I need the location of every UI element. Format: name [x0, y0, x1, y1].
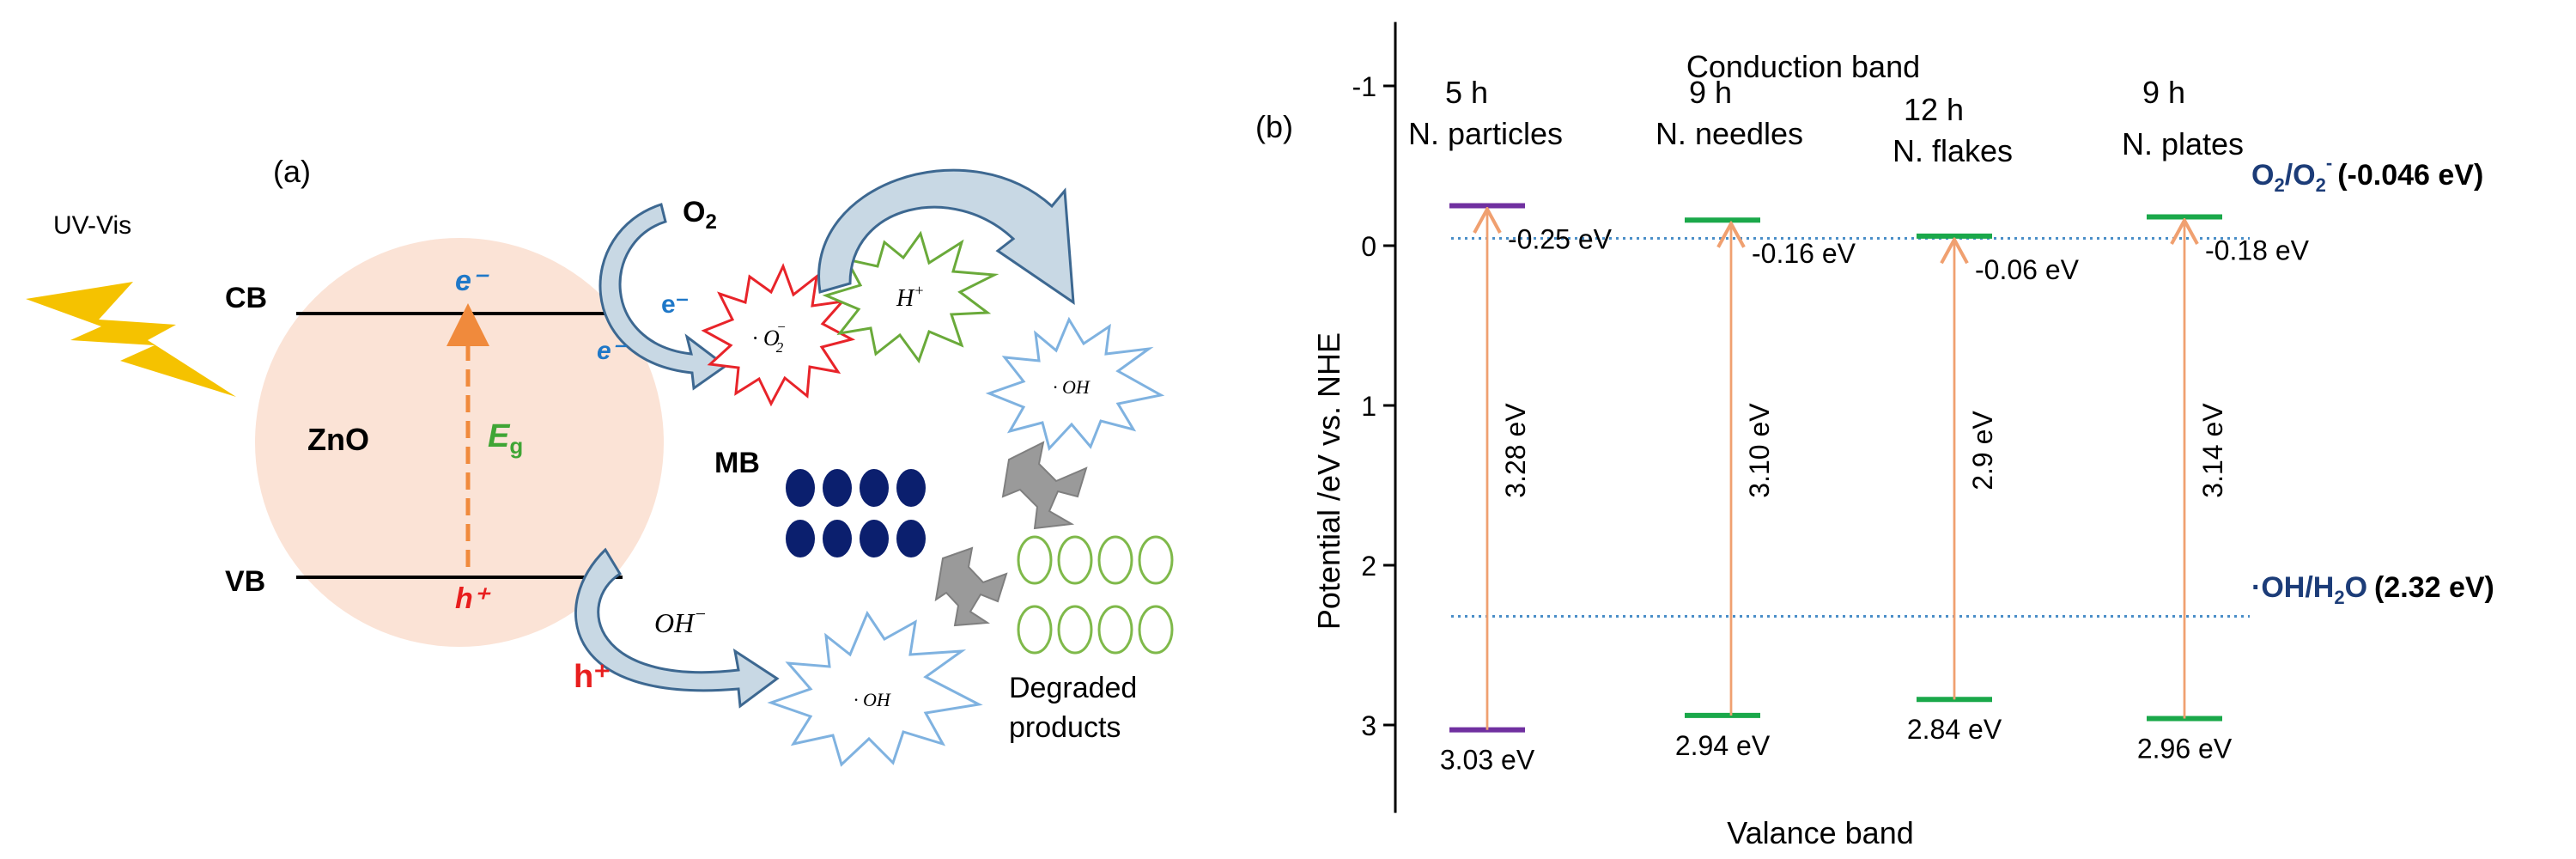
conduction-band-title: Conduction band	[1686, 49, 1920, 84]
proton-cycle-arrow	[817, 168, 1075, 305]
hole-label: h⁺	[574, 659, 611, 695]
ref-level-bottom-label: ·OH/H2O(2.32 eV)	[2251, 571, 2494, 608]
electron-symbol: e⁻	[455, 265, 489, 297]
vb-value-1: 2.94 eV	[1675, 730, 1771, 761]
degraded-label-line1: Degraded	[1009, 672, 1137, 704]
valance-band-title: Valance band	[1727, 815, 1914, 850]
y-axis-title: Potential /eV vs. NHE	[1311, 332, 1346, 630]
hydroxyl-burst-icon	[985, 316, 1165, 452]
eg-value-2: 2.9 eV	[1967, 411, 1998, 490]
zno-particle	[255, 238, 664, 647]
band-gap-label: Eg	[488, 418, 523, 459]
cb-value-2: -0.06 eV	[1975, 254, 2080, 285]
hydroxyl-label-bottom: · OH	[854, 689, 891, 710]
eg-value-3: 3.14 eV	[2197, 403, 2228, 498]
sample-time-3: 9 h	[2142, 75, 2185, 110]
vb-label: VB	[225, 565, 265, 598]
electron-transfer-arrow	[598, 203, 728, 391]
hydroxyl-label-top: · OH	[1053, 376, 1091, 398]
panel-b-label: (b)	[1255, 109, 1293, 144]
y-tick-label-2: 1	[1361, 391, 1376, 422]
vb-value-2: 2.84 eV	[1907, 714, 2002, 745]
vb-value-0: 3.03 eV	[1440, 745, 1535, 776]
panel-b: (b) Potential /eV vs. NHE Conduction ban…	[1255, 21, 2494, 850]
y-tick-label-3: 2	[1361, 551, 1376, 582]
oxygen-label: O2	[683, 196, 717, 234]
semiconductor-label: ZnO	[307, 422, 369, 457]
vb-value-3: 2.96 eV	[2137, 734, 2233, 765]
cb-label: CB	[225, 282, 267, 314]
cb-value-0: -0.25 eV	[1508, 224, 1613, 255]
degraded-label-line2: products	[1009, 711, 1121, 744]
lightning-bolt-icon	[26, 282, 236, 397]
cb-value-3: -0.18 eV	[2205, 235, 2310, 266]
sample-name-1: N. needles	[1656, 116, 1803, 151]
light-source-label: UV-Vis	[53, 211, 131, 240]
electron-arrow-label-2: e⁻	[597, 337, 628, 365]
eg-value-0: 3.28 eV	[1500, 403, 1531, 498]
eg-value-1: 3.10 eV	[1744, 403, 1775, 498]
sample-name-0: N. particles	[1408, 116, 1563, 151]
sample-name-2: N. flakes	[1893, 133, 2013, 168]
y-tick-label-0: -1	[1352, 71, 1376, 102]
y-tick-label-4: 3	[1361, 710, 1376, 741]
degraded-product-ovals	[1017, 535, 1174, 655]
reaction-arrows-lower	[934, 546, 1008, 627]
y-tick-label-1: 0	[1361, 231, 1376, 262]
mb-molecules	[786, 469, 926, 557]
sample-name-3: N. plates	[2122, 126, 2244, 161]
hole-transfer-arrow	[574, 547, 780, 709]
hydroxyl-burst-bottom-icon	[767, 610, 983, 767]
electron-arrow-label-1: e⁻	[661, 290, 690, 319]
proton-label: H+	[896, 282, 924, 312]
sample-time-1: 9 h	[1689, 75, 1732, 110]
ref-level-top-label: O2/O2-(-0.046 eV)	[2251, 152, 2483, 196]
cb-value-1: -0.16 eV	[1752, 238, 1856, 269]
hydroxide-label: OH−	[654, 603, 707, 638]
superoxide-label: · O2−	[752, 319, 787, 356]
sample-time-2: 12 h	[1904, 92, 1964, 127]
proton-burst-icon	[822, 230, 999, 364]
reaction-arrows-upper	[1001, 441, 1088, 530]
hole-symbol: h⁺	[455, 582, 491, 615]
sample-time-0: 5 h	[1445, 75, 1488, 110]
mb-label: MB	[714, 447, 760, 479]
panel-a-label: (a)	[273, 154, 311, 189]
panel-a: (a) UV-Vis CB VB ZnO e⁻ h⁺ Eg e⁻ e⁻ O2 ·…	[26, 154, 1174, 767]
